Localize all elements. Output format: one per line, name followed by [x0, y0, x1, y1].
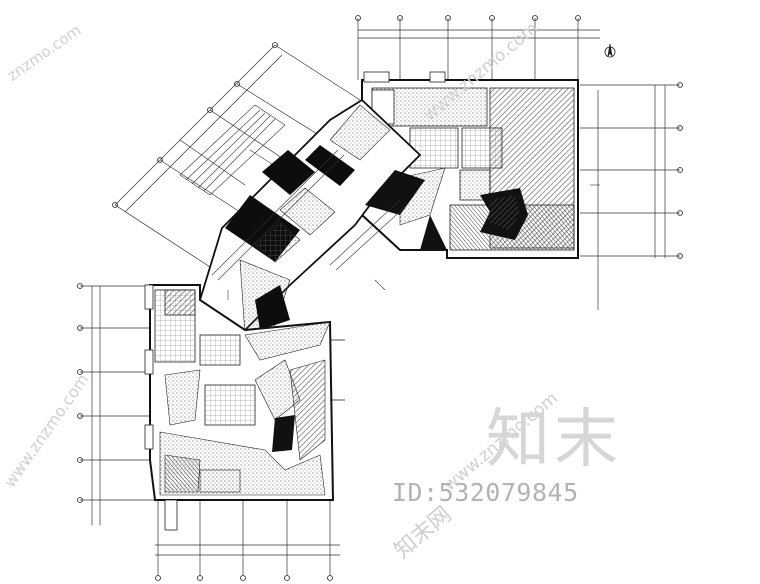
diagonal-grid-markers — [112, 42, 278, 208]
left-grid-markers — [77, 283, 83, 503]
annotation-ticks — [227, 184, 600, 300]
top-dimension-lines — [357, 18, 600, 80]
left-dimension-lines — [80, 285, 155, 525]
bottom-dimension-lines — [155, 500, 340, 575]
bottom-grid-markers — [155, 575, 333, 581]
top-grid-markers — [355, 15, 581, 21]
right-grid-markers — [677, 82, 683, 259]
right-dimension-lines — [580, 84, 680, 310]
exterior-stairs — [179, 104, 306, 196]
lower-left-building-block — [144, 284, 345, 531]
right-building-block — [361, 71, 579, 259]
north-arrow-icon — [604, 43, 616, 58]
